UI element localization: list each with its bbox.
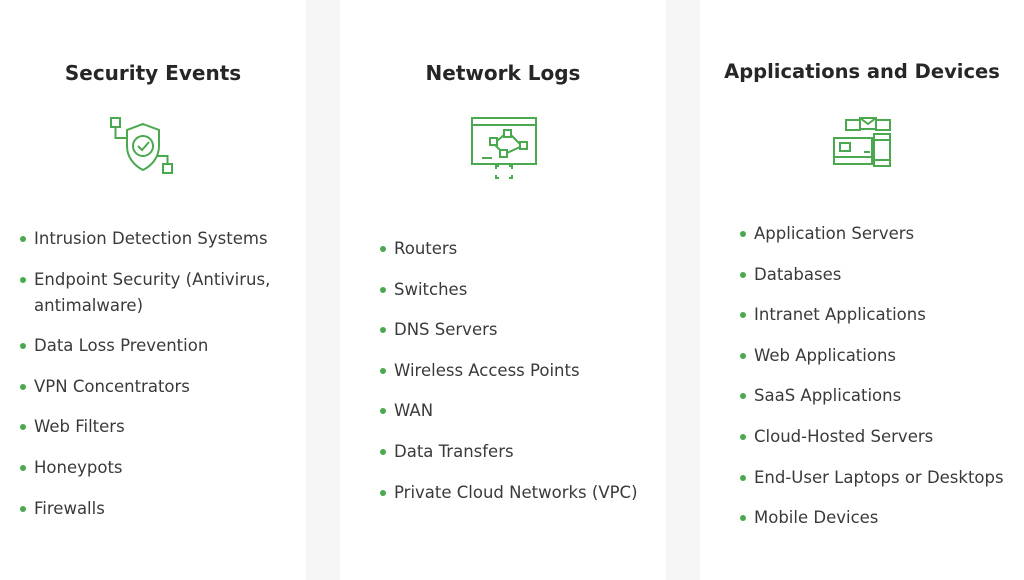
network-logs-list: Routers Switches DNS Servers Wireless Ac… — [378, 236, 658, 520]
bullet-icon — [740, 352, 746, 359]
list-item: Firewalls — [18, 496, 298, 522]
list-item: Routers — [378, 236, 658, 262]
network-diagram-icon — [468, 112, 540, 184]
bullet-icon — [740, 231, 746, 237]
list-item: Switches — [378, 277, 658, 303]
bullet-icon — [380, 489, 386, 496]
bullet-icon — [740, 474, 746, 481]
column-network-logs: Network Logs Routers Swi — [340, 0, 666, 580]
list-item: DNS Servers — [378, 317, 658, 343]
list-item: Honeypots — [18, 455, 298, 481]
list-item: Intrusion Detection Systems — [18, 226, 298, 252]
list-item: SaaS Applications — [738, 383, 1018, 409]
bullet-icon — [380, 286, 386, 293]
bullet-icon — [740, 393, 746, 400]
column-title: Security Events — [64, 60, 242, 85]
bullet-icon — [740, 433, 746, 440]
list-item: Data Transfers — [378, 439, 658, 465]
bullet-icon — [740, 271, 746, 278]
list-item: VPN Concentrators — [18, 374, 298, 400]
column-title: Applications and Devices — [724, 60, 1000, 84]
column-security-events: Security Events Intrusion Detection Syst… — [0, 0, 306, 580]
list-item: Web Applications — [738, 343, 1018, 369]
list-item: Application Servers — [738, 221, 1018, 247]
devices-icon — [826, 112, 898, 184]
list-item: Mobile Devices — [738, 505, 1018, 531]
bullet-icon — [380, 327, 386, 334]
column-applications-devices: Applications and Devices Application Ser… — [700, 0, 1024, 580]
list-item: Endpoint Security (Antivirus, antimalwar… — [18, 267, 298, 319]
list-item: Web Filters — [18, 414, 298, 440]
bullet-icon — [20, 464, 26, 471]
bullet-icon — [20, 383, 26, 390]
bullet-icon — [20, 343, 26, 350]
bullet-icon — [380, 246, 386, 252]
list-item: Databases — [738, 262, 1018, 288]
bullet-icon — [380, 408, 386, 415]
list-item: Data Loss Prevention — [18, 333, 298, 359]
bullet-icon — [20, 505, 26, 512]
bullet-icon — [380, 448, 386, 455]
column-title: Network Logs — [425, 60, 581, 85]
list-item: WAN — [378, 398, 658, 424]
bullet-icon — [20, 276, 26, 283]
list-item: Intranet Applications — [738, 302, 1018, 328]
bullet-icon — [740, 312, 746, 319]
list-item: End-User Laptops or Desktops — [738, 465, 1018, 491]
shield-check-icon — [107, 112, 179, 184]
column-divider — [666, 0, 700, 580]
column-divider — [306, 0, 340, 580]
list-item: Wireless Access Points — [378, 358, 658, 384]
list-item: Cloud-Hosted Servers — [738, 424, 1018, 450]
bullet-icon — [20, 236, 26, 242]
bullet-icon — [20, 424, 26, 431]
bullet-icon — [380, 367, 386, 374]
security-events-list: Intrusion Detection Systems Endpoint Sec… — [18, 226, 298, 536]
applications-devices-list: Application Servers Databases Intranet A… — [738, 221, 1018, 546]
list-item: Private Cloud Networks (VPC) — [378, 480, 658, 506]
bullet-icon — [740, 515, 746, 522]
